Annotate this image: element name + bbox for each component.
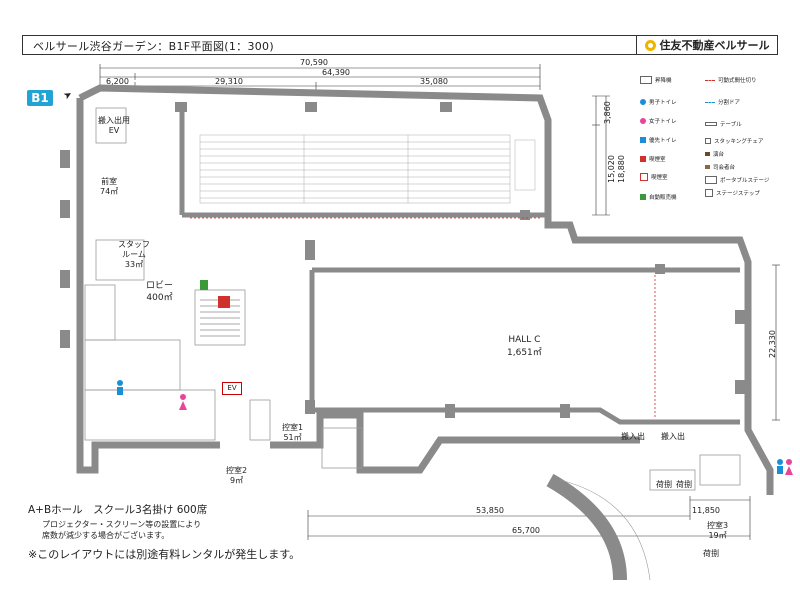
room-anteroom: 前室 74㎡ — [100, 177, 119, 196]
movable-partitions — [190, 217, 656, 418]
dim-bottom3: 11,850 — [692, 506, 720, 515]
legend-right-0: 可動式間仕切り — [705, 76, 757, 84]
title-bar: ベルサール渋谷ガーデン：B1F平面図(1：300) 住友不動産ベルサール — [22, 35, 778, 55]
label-load1: 搬入出 — [621, 432, 645, 441]
dim-seg1: 6,200 — [106, 77, 129, 86]
legend-left-2: 女子トイレ — [640, 117, 677, 125]
legend-right-2: テーブル — [705, 120, 742, 128]
dim-right3: 18,880 — [617, 155, 626, 183]
structural-columns — [60, 102, 745, 418]
dim-bottom1: 53,850 — [476, 506, 504, 515]
dim-bottom2: 65,700 — [512, 526, 540, 535]
legend-right-3: スタッキングチェア — [705, 137, 763, 145]
dim-total: 70,590 — [300, 58, 328, 67]
brand-logo: 住友不動産ベルサール — [636, 36, 777, 54]
seating-grid — [199, 134, 536, 204]
legend-left-5: 喫煙室 — [640, 173, 668, 181]
page-title: ベルサール渋谷ガーデン：B1F平面図(1：300) — [33, 40, 274, 53]
legend-right-7: ステージステップ — [705, 189, 760, 197]
brand-name: 住友不動産ベルサール — [659, 39, 770, 52]
dim-hall-right: 22,330 — [768, 330, 777, 358]
brand-mark-icon — [644, 39, 656, 51]
legend-right-5: 司会者台 — [705, 163, 735, 171]
capacity-note: A+Bホール スクール3名掛け 600席 — [28, 504, 208, 516]
room-waiting2: 控室2 9㎡ — [226, 466, 248, 485]
room-staff: スタッフ ルーム 33㎡ — [118, 240, 150, 269]
fee-note: ※このレイアウトには別途有料レンタルが発生します。 — [28, 548, 301, 561]
vending-machine-icon — [200, 280, 208, 290]
legend-right-4: 演台 — [705, 150, 724, 158]
outer-walls — [76, 84, 774, 495]
dim-seg2: 29,310 — [215, 77, 243, 86]
legend-right-6: ポータブルステージ — [705, 176, 769, 184]
room-waiting3: 控室3 19㎡ — [707, 521, 729, 540]
legend-left-4: 喫煙室 — [640, 155, 666, 163]
dim-right2: 15,020 — [607, 155, 616, 183]
ramp — [546, 473, 651, 581]
fire-extinguisher-icon — [218, 296, 230, 308]
legend-left-0: 昇降機 — [640, 76, 672, 84]
room-waiting1: 控室1 51㎡ — [282, 423, 304, 442]
hall-c-walls — [179, 105, 740, 425]
room-loading-ev: 搬入出用 EV — [98, 116, 130, 135]
ev-small: EV — [222, 382, 242, 395]
room-storage-a: 荷捌 — [656, 480, 672, 489]
legend-left-1: 男子トイレ — [640, 98, 677, 106]
room-hall-c: HALL C 1,651㎡ — [507, 335, 542, 358]
dim-right1: 3,860 — [603, 101, 612, 124]
floor-badge: B1 — [27, 90, 53, 106]
restroom-icons — [117, 380, 793, 475]
legend-left-6: 自動販売機 — [640, 193, 677, 201]
room-lobby: ロビー 400㎡ — [146, 281, 174, 303]
room-storage-c: 荷捌 — [703, 549, 719, 558]
label-load2: 搬入出 — [661, 432, 685, 441]
legend-left-3: 優先トイレ — [640, 136, 677, 144]
legend-right-1: 分割ドア — [705, 98, 740, 106]
room-storage-b: 荷捌 — [676, 480, 692, 489]
back-of-house — [84, 107, 741, 491]
notes: A+Bホール スクール3名掛け 600席 プロジェクター・スクリーン等の設置によ… — [28, 502, 300, 562]
dimension-lines — [99, 64, 780, 540]
dim-sub: 64,390 — [322, 68, 350, 77]
dim-seg3: 35,080 — [420, 77, 448, 86]
caveat-note: プロジェクター・スクリーン等の設置により 席数が減少する場合がございます。 — [42, 520, 202, 540]
